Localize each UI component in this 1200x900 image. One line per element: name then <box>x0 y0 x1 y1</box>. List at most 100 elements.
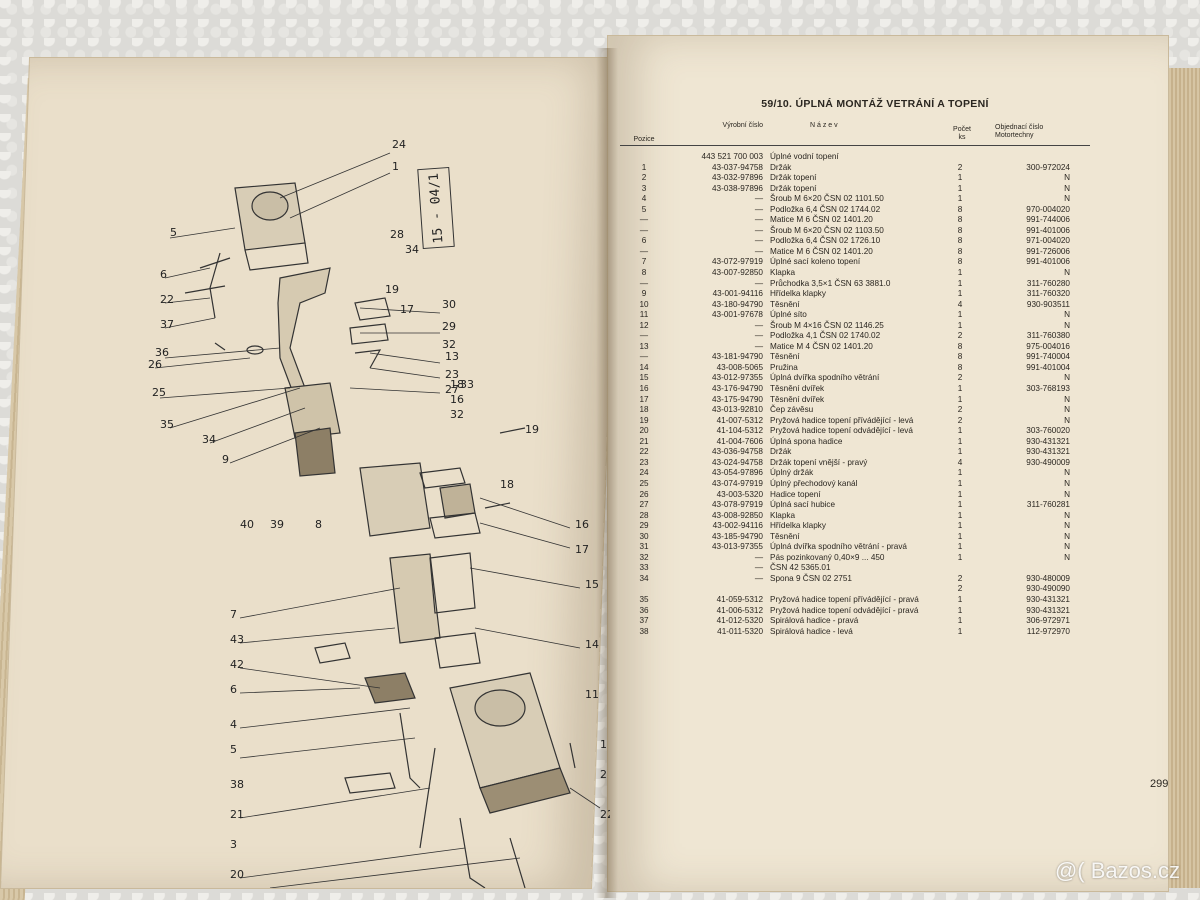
row-qty: 1 <box>957 436 963 446</box>
callout-number: 1 <box>392 160 399 173</box>
row-part-number: — <box>754 573 763 583</box>
table-row: 33—ČSN 42 5365.01 <box>620 563 1090 574</box>
row-qty: 1 <box>957 173 963 183</box>
row-part-number: — <box>754 331 763 341</box>
callout-number: 27 <box>445 383 459 396</box>
row-name: Úplný přechodový kanál <box>770 478 858 488</box>
row-position: 37 <box>639 616 649 626</box>
row-qty: 1 <box>957 500 963 510</box>
row-part-number: — <box>754 215 763 225</box>
row-name: Pryžová hadice topení přívádějící - prav… <box>770 594 919 604</box>
row-position: 14 <box>639 362 649 372</box>
callout-number: 32 <box>450 408 464 421</box>
row-order-number: N <box>1064 489 1070 499</box>
row-position: 32 <box>639 552 649 562</box>
row-name: Těsnění <box>770 352 800 362</box>
row-position: — <box>639 246 649 256</box>
row-position: 23 <box>639 457 649 467</box>
row-name: Těsnění dvířek <box>770 384 825 394</box>
row-name: Těsnění <box>770 299 800 309</box>
row-position: 35 <box>639 594 649 604</box>
row-part-number: — <box>754 552 763 562</box>
row-order-number: N <box>1064 510 1070 520</box>
row-qty: 1 <box>957 616 963 626</box>
row-part-number: 43-181-94790 <box>712 352 763 362</box>
row-qty: 8 <box>957 246 963 256</box>
row-order-number: N <box>1064 478 1070 488</box>
row-position: 28 <box>639 510 649 520</box>
row-qty: 1 <box>957 594 963 604</box>
book-spine <box>596 48 618 898</box>
row-order-number: 303-768193 <box>1026 384 1070 394</box>
row-name: Těsnění dvířek <box>770 394 825 404</box>
callout-number: 16 <box>575 518 589 531</box>
row-order-number: 991-740004 <box>1026 352 1070 362</box>
row-name: Podložka 6,4 ČSN 02 1726.10 <box>770 236 881 246</box>
table-row: 16 43-176-94790 Těsnění dvířek 1 303-768193 <box>620 384 1090 395</box>
row-part-number: 43-001-94116 <box>712 289 763 299</box>
row-part-number: — <box>754 194 763 204</box>
header-qty: Počet ks <box>953 126 971 141</box>
header-part-number: Výrobní číslo <box>722 122 763 129</box>
row-order-number: 930-431321 <box>1026 447 1070 457</box>
callout-number: 17 <box>400 303 414 316</box>
row-position: 18 <box>639 405 649 415</box>
row-qty: 1 <box>957 384 963 394</box>
row-part-number: 43-037-94758 <box>712 162 763 172</box>
row-part-number: 43-185-94790 <box>712 531 763 541</box>
row-name: Držák topení vnější - pravý <box>770 457 868 467</box>
callout-number: 13 <box>445 350 459 363</box>
row-part-number: 43-054-97896 <box>712 468 763 478</box>
callout-number: 30 <box>442 298 456 311</box>
row-position: 12 <box>639 320 649 330</box>
row-position: 3 <box>641 183 647 193</box>
row-part-number: 41-007-5312 <box>716 415 763 425</box>
row-name: Držák <box>770 447 792 457</box>
row-qty: 1 <box>957 521 963 531</box>
row-qty: 1 <box>957 552 963 562</box>
row-order-number: 930-431321 <box>1026 436 1070 446</box>
row-part-number: 43-176-94790 <box>712 384 763 394</box>
row-name: Pryžová hadice topení odvádějící - levá <box>770 426 913 436</box>
row-part-number: — <box>754 563 763 573</box>
row-order-number: 112-972970 <box>1026 626 1070 636</box>
row-position: 16 <box>639 384 649 394</box>
row-qty: 1 <box>957 278 963 288</box>
row-order-number: 975-004016 <box>1026 341 1070 351</box>
row-order-number: 306-972971 <box>1026 616 1070 626</box>
row-position: — <box>639 352 649 362</box>
row-name: Úplné vodní topení <box>770 152 839 161</box>
row-order-number: N <box>1064 373 1070 383</box>
row-position: 1 <box>641 162 647 172</box>
row-position: 2 <box>641 173 647 183</box>
row-order-number: N <box>1064 394 1070 404</box>
row-order-number: N <box>1064 320 1070 330</box>
row-part-number: 43-013-92810 <box>712 405 763 415</box>
row-order-number: 930-431321 <box>1026 594 1070 604</box>
callout-number: 28 <box>390 228 404 241</box>
row-name: Úplná dvířka spodního větrání <box>770 373 880 383</box>
header-name: N á z e v <box>810 122 838 129</box>
row-part-number: 43-012-97355 <box>712 373 763 383</box>
row-qty: 2 <box>957 584 963 594</box>
row-qty: 1 <box>957 394 963 404</box>
row-part-number: — <box>754 225 763 235</box>
row-order-number: 991-401004 <box>1026 362 1070 372</box>
